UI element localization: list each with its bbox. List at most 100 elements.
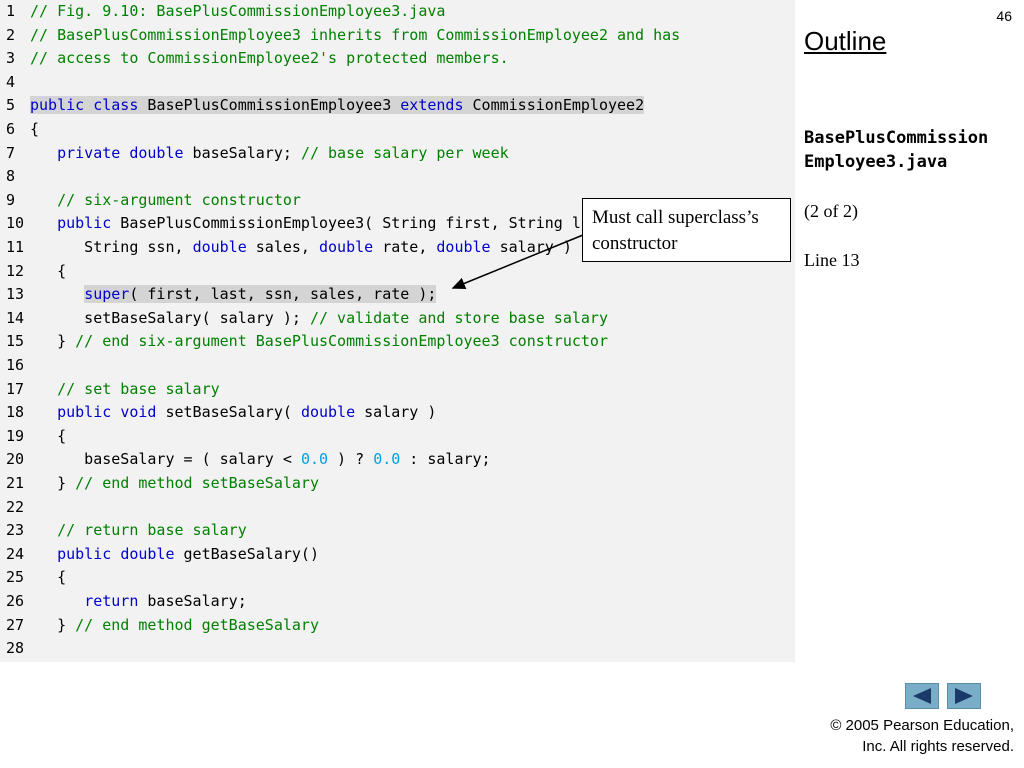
code-token: ( first, last, ssn, sales, rate ); [129, 285, 437, 304]
file-name-line1: BasePlusCommission [804, 128, 989, 148]
code-line: 5 public class BasePlusCommissionEmployee… [0, 94, 645, 118]
code-token: ) ? [328, 450, 374, 469]
next-slide-button[interactable] [947, 683, 981, 709]
code-line: 20 baseSalary = ( salary < 0.0 ) ? 0.0 :… [0, 448, 491, 472]
comment-token: // BasePlusCommissionEmployee3 inherits … [30, 25, 681, 44]
code-text: { [30, 260, 66, 284]
code-token: baseSalary; [138, 592, 247, 610]
code-line: 12 { [0, 260, 66, 284]
code-token: } [30, 474, 76, 492]
code-token [30, 214, 57, 232]
code-line: 27 } // end method getBaseSalary [0, 614, 319, 638]
line-number: 15 [6, 332, 25, 351]
line-number: 27 [6, 615, 25, 634]
code-token: : salary; [400, 450, 491, 469]
keyword-token: double [129, 143, 184, 162]
comment-token: // six-argument constructor [57, 190, 301, 209]
code-text: // set base salary [30, 378, 220, 402]
code-text: { [30, 118, 39, 142]
code-line: 21 } // end method setBaseSalary [0, 472, 319, 496]
code-token [30, 380, 57, 398]
code-token: getBaseSalary() [174, 544, 319, 563]
code-token: setBaseSalary( salary ); [30, 308, 310, 327]
code-text: super( first, last, ssn, sales, rate ); [30, 283, 437, 307]
code-token: String ssn, [30, 238, 193, 256]
line-number: 6 [6, 120, 16, 138]
code-line: 10 public BasePlusCommissionEmployee3( S… [0, 212, 617, 236]
code-text: public BasePlusCommissionEmployee3( Stri… [30, 212, 617, 236]
code-line: 8 [0, 165, 30, 189]
code-text: { [30, 566, 66, 590]
file-name: BasePlusCommission Employee3.java [804, 126, 1024, 174]
code-token [120, 144, 129, 162]
keyword-token: public [30, 96, 85, 115]
comment-token: // return base salary [57, 521, 247, 540]
number-token: 0.0 [300, 450, 329, 469]
line-number: 26 [6, 592, 25, 610]
outline-link[interactable]: Outline [804, 26, 887, 56]
comment-token: // Fig. 9.10: BasePlusCommissionEmployee… [30, 2, 446, 20]
keyword-token: private [57, 143, 121, 162]
code-token: { [30, 426, 67, 445]
previous-slide-button[interactable] [905, 683, 939, 709]
keyword-token: class [93, 96, 139, 115]
copyright: © 2005 Pearson Education, Inc. All right… [830, 715, 1014, 757]
code-text: public void setBaseSalary( double salary… [30, 401, 436, 425]
code-token: baseSalary; [183, 143, 301, 162]
line-number: 20 [6, 450, 25, 469]
line-reference: Line 13 [804, 250, 860, 270]
code-text: } // end method setBaseSalary [30, 472, 319, 496]
file-name-line2: Employee3.java [804, 152, 948, 172]
line-number: 12 [6, 261, 25, 280]
code-token [30, 285, 84, 303]
comment-token: // access to CommissionEmployee2's prote… [30, 49, 509, 68]
code-line: 16 [0, 354, 30, 378]
keyword-token: public [57, 544, 112, 563]
copyright-line1: © 2005 Pearson Education, [830, 717, 1014, 734]
code-line: 17 // set base salary [0, 378, 220, 402]
code-text: } // end six-argument BasePlusCommission… [30, 330, 608, 354]
code-token: salary ) [355, 403, 437, 422]
code-line: 1// Fig. 9.10: BasePlusCommissionEmploye… [0, 0, 445, 24]
keyword-token: void [120, 403, 157, 422]
code-text: String ssn, double sales, double rate, d… [30, 236, 572, 260]
number-token: 0.0 [373, 450, 401, 469]
page-of-label: (2 of 2) [804, 201, 858, 221]
code-line: 25 { [0, 566, 66, 590]
comment-token: // validate and store base salary [309, 308, 608, 327]
code-token [30, 592, 84, 610]
line-number: 5 [6, 96, 16, 115]
line-number: 2 [6, 25, 16, 44]
code-line: 4 [0, 71, 30, 95]
code-text: // BasePlusCommissionEmployee3 inherits … [30, 24, 680, 48]
code-token: BasePlusCommissionEmployee3( String firs… [111, 214, 618, 233]
code-line: 23 // return base salary [0, 519, 247, 543]
code-line: 24 public double getBaseSalary() [0, 543, 319, 567]
line-number: 10 [6, 214, 25, 233]
line-number: 23 [6, 521, 25, 540]
code-text: public double getBaseSalary() [30, 543, 319, 567]
triangle-left-icon [913, 688, 931, 704]
code-text: public class BasePlusCommissionEmployee3… [30, 94, 645, 118]
code-token [30, 403, 57, 421]
keyword-token: extends [400, 96, 464, 115]
code-line: 6{ [0, 118, 39, 142]
keyword-token: return [84, 592, 139, 610]
line-number: 13 [6, 285, 25, 304]
line-number: 8 [6, 167, 16, 186]
comment-token: // end six-argument BasePlusCommissionEm… [75, 332, 608, 351]
code-token [30, 191, 57, 209]
code-token [111, 545, 120, 563]
code-text: // access to CommissionEmployee2's prote… [30, 47, 509, 71]
line-number: 24 [6, 544, 25, 563]
code-line: 2 // BasePlusCommissionEmployee3 inherits… [0, 24, 680, 48]
code-text: baseSalary = ( salary < 0.0 ) ? 0.0 : sa… [30, 448, 491, 472]
code-text: return baseSalary; [30, 590, 247, 614]
line-number: 11 [6, 238, 25, 256]
code-token: } [30, 615, 76, 634]
line-number: 17 [6, 379, 25, 398]
code-token [111, 403, 120, 421]
code-line: 7 private double baseSalary; // base sal… [0, 142, 509, 166]
comment-token: // end method setBaseSalary [75, 474, 319, 492]
code-text: } // end method getBaseSalary [30, 614, 319, 638]
